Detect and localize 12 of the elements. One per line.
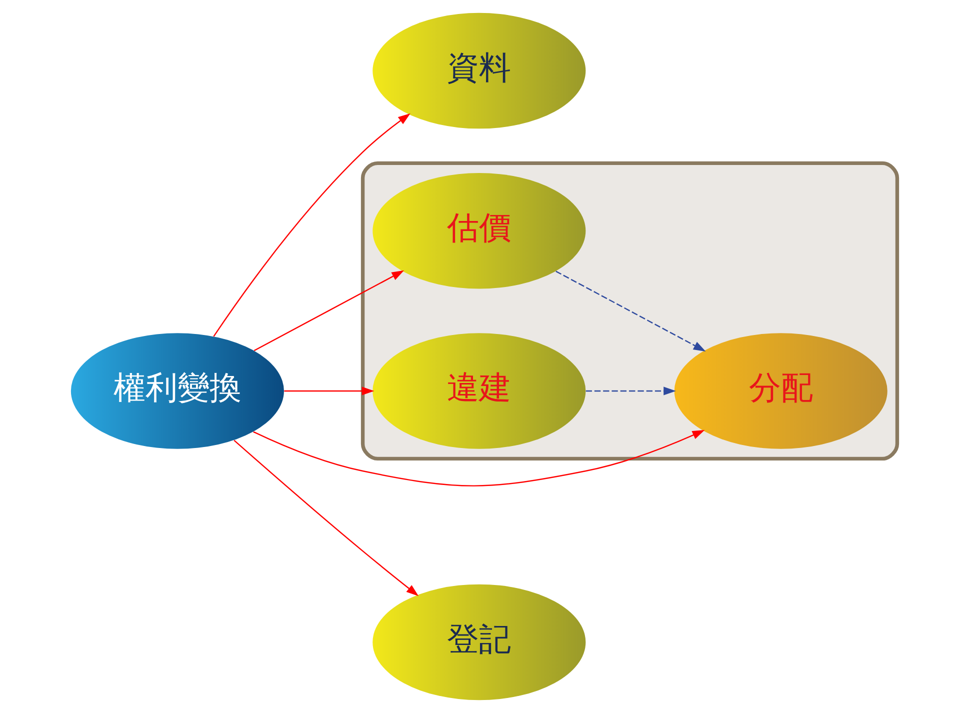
- node-ellipse: 資料: [372, 12, 586, 129]
- arrow: [284, 386, 374, 396]
- arrow: [234, 440, 419, 596]
- node-ellipse: 分配: [674, 333, 888, 449]
- node-ellipse: 違建: [372, 333, 586, 449]
- arrow: [213, 113, 410, 337]
- arrow: [254, 270, 404, 352]
- node-ellipse: 權利變換: [70, 333, 284, 449]
- arrow: [253, 430, 705, 486]
- arrow: [556, 270, 706, 352]
- node-ellipse: 估價: [372, 173, 586, 289]
- arrow: [586, 386, 676, 396]
